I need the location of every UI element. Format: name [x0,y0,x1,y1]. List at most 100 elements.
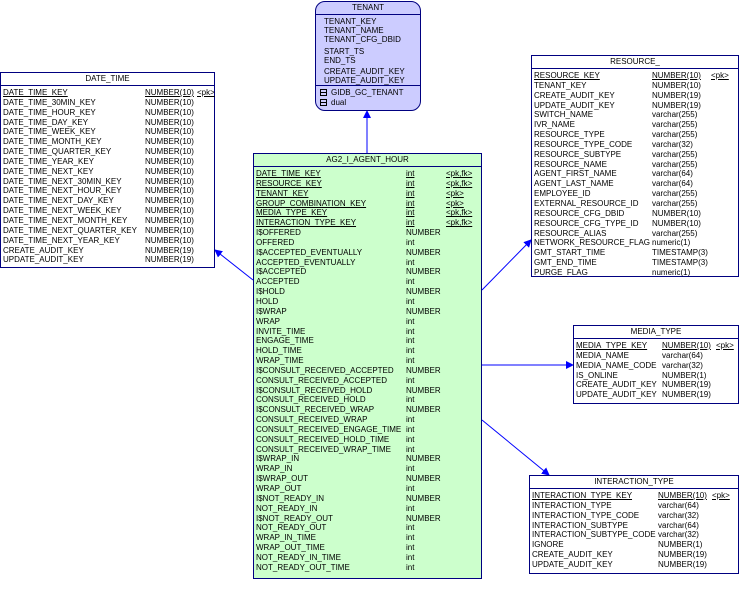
column-type: NUMBER [406,493,441,503]
column-name: AGENT_FIRST_NAME [534,169,617,179]
column-key: <pk,fk> [446,169,473,178]
column-type: NUMBER(10) [145,156,194,166]
column-name: UPDATE_AUDIT_KEY [324,76,405,86]
column-type: varchar(255) [652,120,698,130]
column-name: TENANT_KEY [534,80,587,90]
column-type: TIMESTAMP(3) [652,258,708,268]
column-name: INTERACTION_TYPE_KEY [532,491,633,500]
column-type: NUMBER(10) [145,147,194,157]
entity-title: DATE_TIME [1,73,214,86]
column-name: WRAP_IN_TIME [256,533,317,543]
column-name: IGNORE [532,540,564,550]
column-type: varchar(255) [652,198,698,208]
column-name: UPDATE_AUDIT_KEY [3,255,84,265]
column-type: int [406,218,415,228]
column-name: GMT_START_TIME [534,248,606,258]
column-type: int [406,464,415,474]
column-name: CONSULT_RECEIVED_HOLD_TIME [256,434,390,444]
column-name: INTERACTION_SUBTYPE_CODE [532,530,656,540]
column-key: <pk,fk> [446,208,473,218]
column-type: int [406,484,415,493]
column-type: varchar(64) [658,520,699,530]
column-key: <pk> [716,341,734,350]
column-type: varchar(32) [658,530,699,540]
reference-name: dual [331,97,347,107]
column-type: NUMBER(10) [145,235,194,245]
column-row: WRAP_IN int [256,464,479,474]
column-type: varchar(255) [652,149,698,159]
column-type: NUMBER [406,228,441,238]
column-name: RESOURCE_KEY [534,71,600,80]
column-name: NETWORK_RESOURCE_FLAG [534,238,651,248]
column-name: DATE_TIME_NEXT_HOUR_KEY [3,186,122,196]
column-name: I$WRAP_IN [256,454,300,464]
column-name: TENANT_KEY [324,17,377,26]
column-name: DATE_TIME_KEY [256,169,321,178]
column-name: INTERACTION_TYPE_KEY [256,218,357,228]
column-type: NUMBER(1) [662,370,707,380]
column-name: TENANT_CFG_DBID [324,35,401,45]
column-type: NUMBER [406,405,441,415]
column-name: WRAP_IN [256,464,293,474]
column-type: int [406,316,415,326]
table-icon [320,89,327,97]
column-name: RESOURCE_KEY [256,178,322,188]
column-type: int [406,503,415,513]
column-type: NUMBER(19) [658,559,707,569]
column-name: GMT_END_TIME [534,258,597,268]
column-type: NUMBER(10) [145,176,194,186]
column-name: DATE_TIME_WEEK_KEY [3,127,96,137]
column-name: MEDIA_NAME_CODE [576,360,657,370]
column-type: NUMBER(19) [662,390,711,400]
column-name: RESOURCE_NAME [534,159,607,169]
column-type: varchar(255) [652,159,698,169]
column-type: int [406,296,415,306]
column-name: WRAP_TIME [256,356,304,366]
column-type: int [406,523,415,533]
column-name: DATE_TIME_NEXT_QUARTER_KEY [3,225,137,235]
column-name: I$NOT_READY_OUT [256,513,333,523]
column-row: RESOURCE_NAME varchar(255) [534,160,736,170]
column-name: WRAP_OUT [256,484,302,493]
column-name: DATE_TIME_DAY_KEY [3,117,89,127]
